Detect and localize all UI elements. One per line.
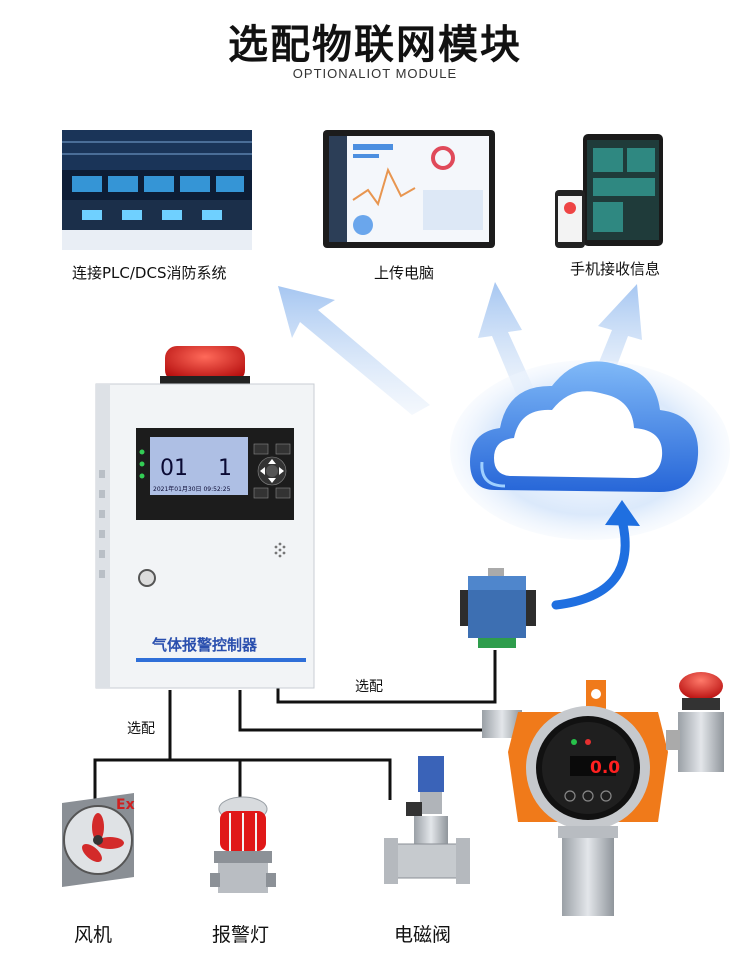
strobe-light-icon [160,346,250,386]
page-title: 选配物联网模块 [228,22,522,68]
detector-reading: 0.0 [590,758,620,778]
display-footer: 2021年01月30日 09:52:25 [153,485,231,493]
key-lock-icon [138,569,156,587]
phone-tablet-icon [555,134,663,248]
upload-arrow-icon [551,500,640,610]
arrow-to-plc-icon [278,286,430,415]
target-label-pc: 上传电脑 [374,264,435,282]
page-subtitle: OPTIONALIOT MODULE [292,66,458,81]
fan-icon: Ex [62,793,135,887]
output-label-valve: 电磁阀 [394,924,452,946]
target-label-phone: 手机接收信息 [570,260,661,278]
gas-alarm-controller: 01 1 2021年01月30日 09:52:25 气体报警控制器 [95,346,315,689]
control-room-icon [62,130,252,250]
option-label-left: 选配 [127,721,155,737]
ex-badge: Ex [116,797,135,813]
gas-detector-icon: 0.0 [482,672,724,916]
wiring-lines [93,650,497,800]
controller-name: 气体报警控制器 [151,636,258,654]
alarm-light-icon [210,796,276,893]
display-value: 1 [218,456,232,481]
buzzer-icon [274,542,286,558]
target-label-plc: 连接PLC/DCS消防系统 [72,264,227,282]
output-label-fan: 风机 [74,924,113,946]
iot-module-icon [460,568,536,648]
option-label-module: 选配 [355,679,383,695]
solenoid-valve-icon [384,756,470,884]
cloud-icon [450,360,730,540]
computer-monitor-icon [323,130,495,248]
output-label-alarm-light: 报警灯 [212,924,270,946]
display-channel: 01 [160,456,188,481]
